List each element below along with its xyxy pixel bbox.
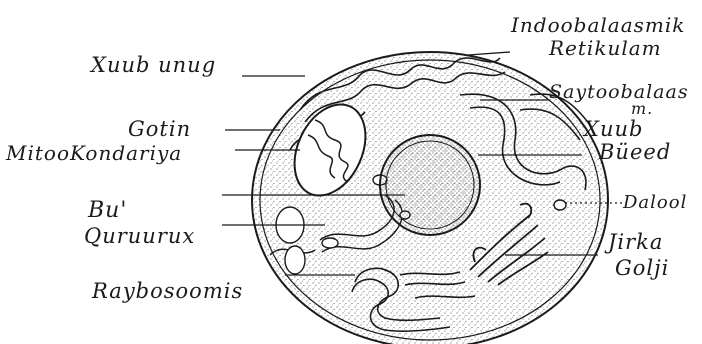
label-retikulam: Retikulam [549,38,662,58]
nucleus [380,135,480,235]
label-xuub-bueed-2: Büeed [599,142,671,163]
label-golji: Golji [615,258,669,279]
label-gotin: Gotin [128,119,191,140]
label-saytoobalaas: Saytoobalaas [549,83,689,102]
label-bu: Bu' [88,200,127,222]
label-jirka: Jirka [608,232,663,253]
label-raybosoomis: Raybosoomis [92,281,243,302]
label-mitookondariya: MitooKondariya [6,143,182,163]
label-xuub-bueed-1: Xuub [584,119,643,140]
label-dalool: Dalool [623,194,687,212]
label-quruurux: Quruurux [84,226,195,247]
label-saytoobalaas-suffix: m. [631,101,653,117]
label-xuub-unug: Xuub unug [91,55,216,76]
label-indoobalaasmik: Indoobalaasmik [511,15,685,35]
